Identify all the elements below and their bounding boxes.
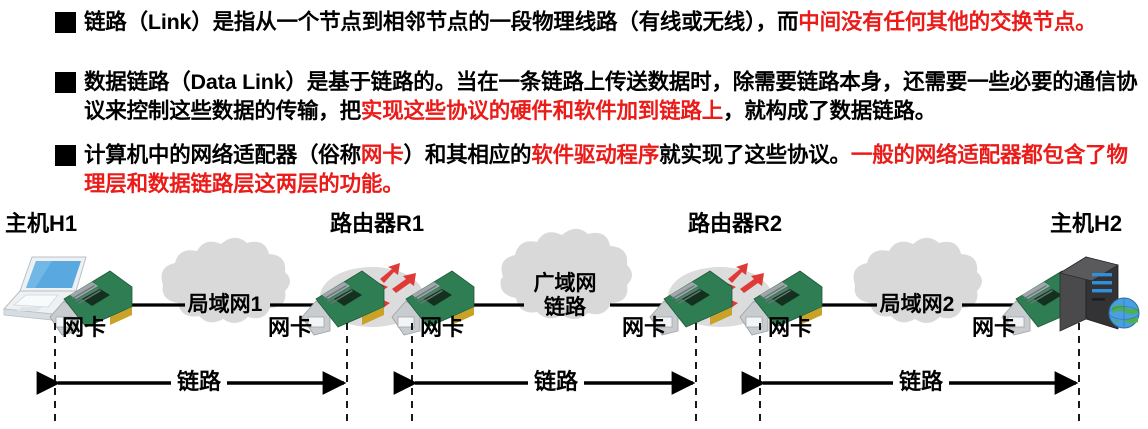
network-topology-diagram: 主机H1 路由器R1 路由器R2 主机H2 网卡 网卡 网卡 网卡 网卡 网卡 …	[0, 205, 1148, 429]
cloud-label-lan2: 局域网2	[879, 293, 955, 316]
cloud-lan1	[161, 237, 290, 324]
node-label-h1: 主机H1	[5, 211, 78, 236]
bullet-text-3: 计算机中的网络适配器（俗称网卡）和其相应的软件驱动程序就实现了这些协议。一般的网…	[84, 141, 1140, 199]
bullet-1-seg-2: 中间没有任何其他的交换节点	[798, 10, 1076, 34]
slide-text-block: 链路（Link）是指从一个节点到相邻节点的一段物理线路（有线或无线），而中间没有…	[0, 0, 1148, 205]
cloud-lan2	[853, 237, 982, 324]
bullet-2-seg-1: 数据链路（Data Link）是基于链路的。当在一条链路上传送数据时，除需要链路…	[84, 70, 1138, 123]
nic-label-r2-right: 网卡	[768, 315, 813, 340]
bullet-3-seg-6: 一般的网络适配器都包含了物理层和数据链路层这两层的功能。	[84, 143, 1128, 196]
node-label-h2: 主机H2	[1050, 211, 1123, 236]
diagram-canvas	[3, 228, 1140, 423]
bullet-3-seg-2: 网卡	[360, 143, 404, 167]
bullet-1-seg-3: 。	[1075, 10, 1097, 34]
cloud-label-wan-line2: 链路	[544, 296, 586, 319]
bullet-3-seg-4: 软件驱动程序	[531, 143, 660, 167]
bullet-2-seg-2: 实现这些协议的硬件和软件加到链路上	[360, 99, 724, 123]
bullet-3-seg-1: 计算机中的网络适配器（俗称	[84, 143, 361, 167]
nic-label-r1-right: 网卡	[420, 315, 465, 340]
nic-label-r2-left: 网卡	[622, 315, 667, 340]
nic-label-r1-left: 网卡	[268, 315, 313, 340]
bullet-3-seg-5: 就实现了这些协议。	[659, 143, 851, 167]
nic-label-h1: 网卡	[62, 315, 107, 340]
bullet-2-seg-3: ，就构成了数据链路。	[723, 99, 937, 123]
link-label-3: 链路	[893, 371, 950, 393]
node-label-r2: 路由器R2	[688, 211, 783, 236]
link-label-1: 链路	[171, 371, 228, 393]
nic-label-h2: 网卡	[972, 315, 1017, 340]
bullet-text-2: 数据链路（Data Link）是基于链路的。当在一条链路上传送数据时，除需要链路…	[84, 68, 1140, 126]
bullet-square-icon	[55, 12, 76, 33]
cloud-wan	[500, 228, 632, 320]
bullet-3-seg-3: ）和其相应的	[403, 143, 532, 167]
bullet-square-icon	[55, 145, 76, 166]
cloud-label-wan-line1: 广域网	[533, 272, 597, 295]
bullet-square-icon	[55, 72, 76, 93]
tower-pc-icon	[1059, 256, 1140, 332]
link-label-2: 链路	[528, 371, 585, 393]
cloud-label-lan1: 局域网1	[187, 293, 263, 316]
bullet-1-seg-1: 链路（Link）是指从一个节点到相邻节点的一段物理线路（有线或无线），而	[84, 10, 799, 34]
node-label-r1: 路由器R1	[330, 211, 425, 236]
bullet-text-1: 链路（Link）是指从一个节点到相邻节点的一段物理线路（有线或无线），而中间没有…	[84, 8, 1140, 37]
boundary-dashes	[54, 323, 1080, 423]
